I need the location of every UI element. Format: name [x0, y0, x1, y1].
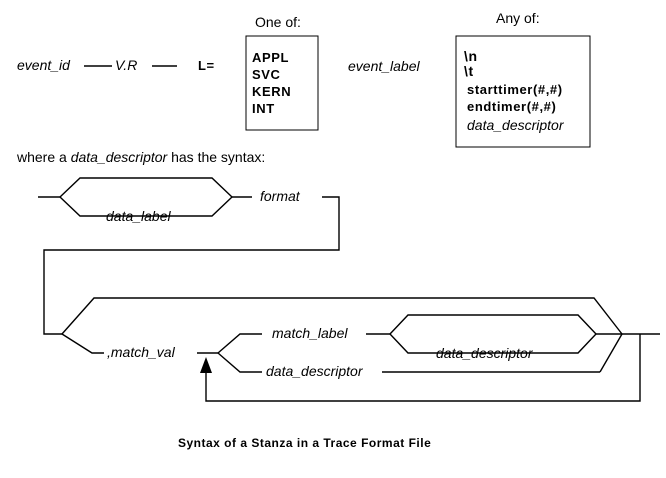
where-term: data_descriptor — [71, 149, 169, 165]
one-of-heading: One of: — [255, 14, 301, 30]
any-of-box — [455, 35, 591, 148]
repeat-loop — [205, 334, 641, 402]
match-val-text: ,match_val — [107, 344, 176, 360]
event-id-label: event_id — [17, 57, 71, 73]
merge-line — [599, 333, 623, 373]
any-of-data-descriptor: data_descriptor — [467, 117, 565, 133]
any-of-endtimer: endtimer(#,#) — [467, 99, 556, 114]
one-of-item: SVC — [252, 67, 281, 82]
format-text: format — [260, 188, 301, 204]
any-of-newline: \n — [464, 48, 478, 64]
data-label-text: data_label — [106, 208, 172, 224]
one-of-item: APPL — [252, 50, 289, 65]
any-of-tab: \t — [464, 63, 474, 79]
one-of-item: KERN — [252, 84, 291, 99]
match-val-entry — [61, 333, 104, 354]
where-prefix: where a — [16, 149, 71, 165]
figure-caption: Syntax of a Stanza in a Trace Format Fil… — [178, 436, 431, 450]
wrap-connector — [43, 196, 340, 335]
match-label-text: match_label — [272, 325, 348, 341]
match-label-branch — [217, 333, 262, 354]
where-sentence: where a data_descriptor has the syntax: — [16, 149, 265, 165]
inner-data-descriptor-text: data_descriptor — [436, 345, 534, 361]
any-of-heading: Any of: — [496, 10, 540, 26]
vr-label: V.R — [115, 57, 137, 73]
alt-data-descriptor-text: data_descriptor — [266, 363, 364, 379]
event-label-text: event_label — [348, 58, 421, 74]
data-descriptor-branch — [217, 352, 262, 373]
any-of-starttimer: starttimer(#,#) — [467, 82, 563, 97]
where-suffix: has the syntax: — [167, 149, 265, 165]
one-of-item: INT — [252, 101, 275, 116]
one-of-box — [245, 35, 319, 131]
skip-path — [61, 297, 623, 335]
l-equals-label: L= — [198, 58, 215, 73]
repeat-arrowhead — [200, 357, 212, 373]
